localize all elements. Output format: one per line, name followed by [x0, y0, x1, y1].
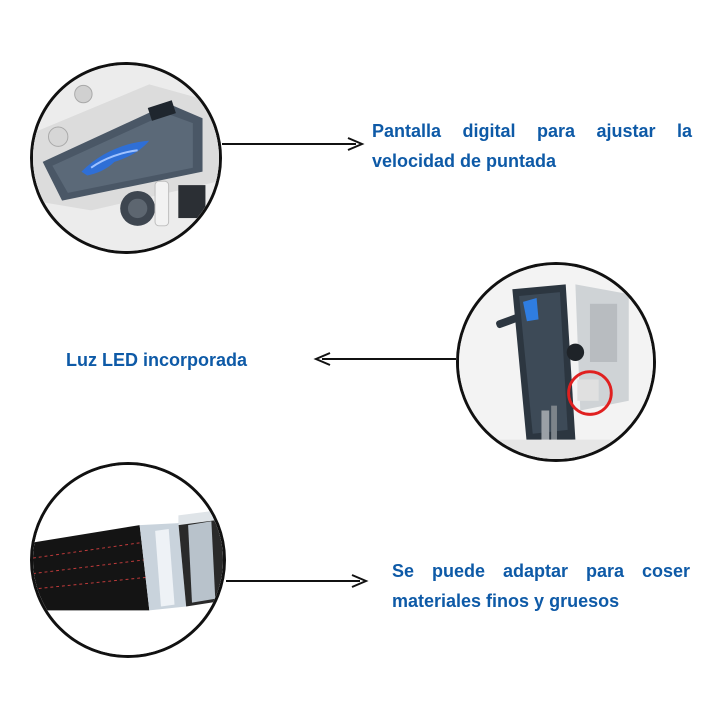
led-light-closeup-image	[456, 262, 656, 462]
digital-display-closeup-image	[30, 62, 222, 254]
feature-text-fabric-adapt: Se puede adaptar para coser materiales f…	[392, 561, 690, 611]
right-arrow-1	[222, 137, 365, 151]
feature-text-digital-display: Pantalla digital para ajustar la velocid…	[372, 121, 692, 171]
feature-text-led-light: Luz LED incorporada	[66, 350, 248, 370]
left-arrow	[313, 352, 456, 366]
fabric-stitching-closeup-image	[30, 462, 226, 658]
right-arrow-2	[226, 574, 369, 588]
